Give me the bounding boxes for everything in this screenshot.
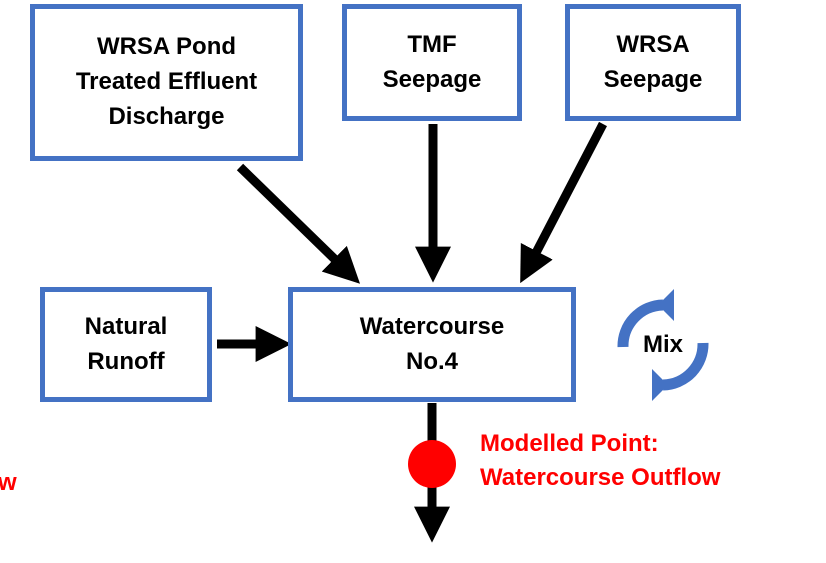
- mix-label: Mix: [642, 331, 683, 358]
- node-tmf-seepage[interactable]: TMF Seepage: [342, 4, 522, 121]
- modelled-point-marker: [408, 440, 456, 488]
- node-natural-runoff[interactable]: Natural Runoff: [40, 287, 212, 402]
- node-wrsa-seepage[interactable]: WRSA Seepage: [565, 4, 741, 121]
- node-wrsa-pond[interactable]: WRSA Pond Treated Effluent Discharge: [30, 4, 303, 161]
- node-watercourse[interactable]: Watercourse No.4: [288, 287, 576, 402]
- node-wrsa-pond-label: WRSA Pond Treated Effluent Discharge: [75, 33, 258, 130]
- cut-off-text: w: [0, 469, 17, 496]
- mix-icon: [617, 289, 709, 401]
- node-natural-runoff-label: Natural Runoff: [84, 312, 168, 375]
- modelled-point-label: Modelled Point: Watercourse Outflow: [480, 430, 721, 491]
- node-watercourse-label: Watercourse No.4: [359, 312, 505, 375]
- arrow-wrsa-seepage-to-watercourse: [520, 121, 607, 284]
- node-tmf-seepage-label: TMF Seepage: [382, 30, 482, 93]
- node-wrsa-seepage-label: WRSA Seepage: [603, 30, 703, 93]
- arrow-wrsa-pond-to-watercourse: [236, 163, 361, 284]
